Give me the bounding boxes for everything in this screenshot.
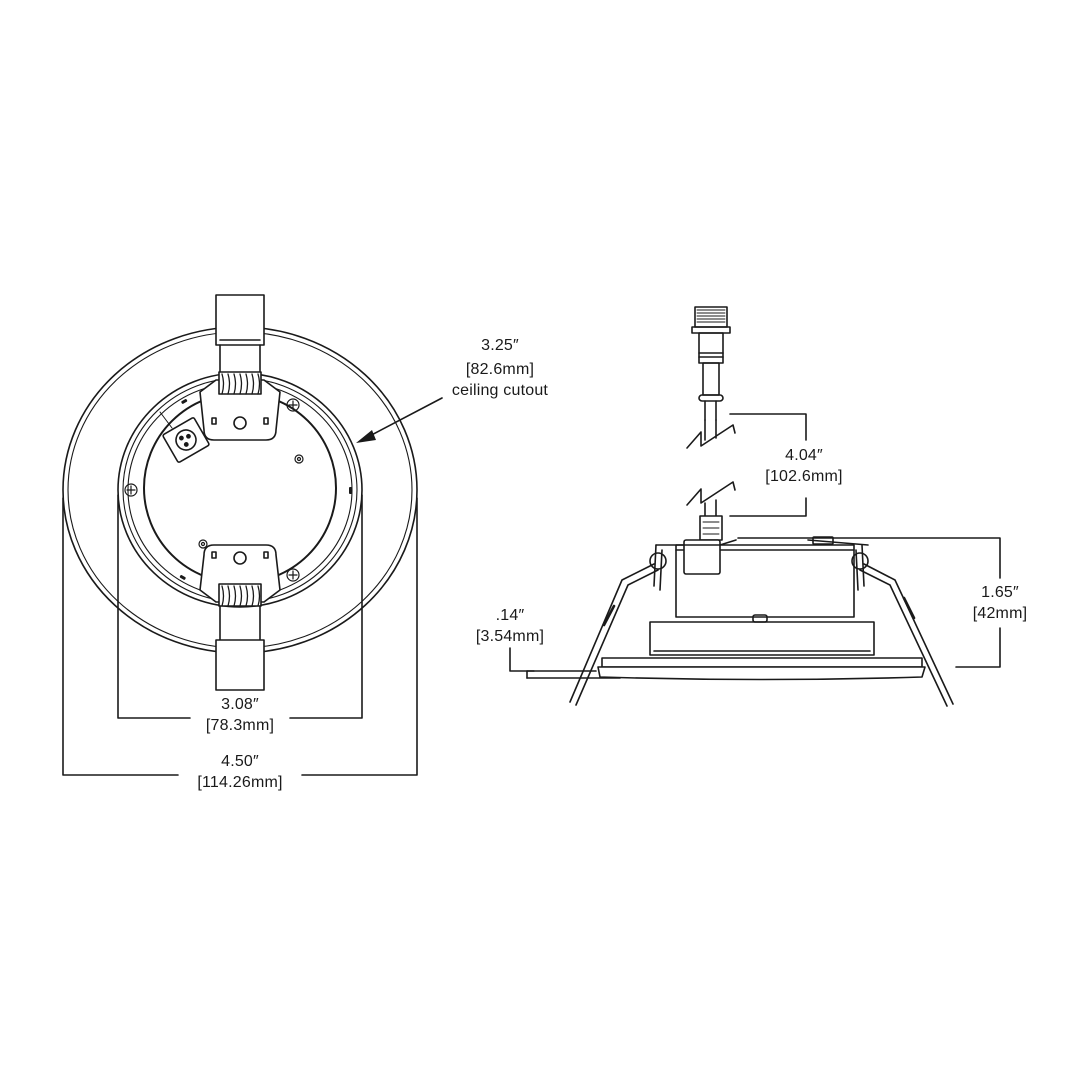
trim-flange <box>597 666 926 681</box>
height-imperial: 1.65″ <box>981 584 1019 601</box>
screw <box>124 398 304 582</box>
height-metric: [42mm] <box>972 605 1028 622</box>
housing <box>597 539 926 681</box>
outer-diameter-label: 4.50″ [114.26mm] <box>170 751 310 793</box>
spring-clip-top <box>199 294 281 441</box>
trim-thickness-label: .14″ [3.54mm] <box>462 605 558 647</box>
trim-thickness-dim <box>509 647 535 672</box>
torsion-spring-left <box>569 544 667 706</box>
cable-length-label: 4.04″ [102.6mm] <box>744 445 864 487</box>
trim-thickness-metric: [3.54mm] <box>475 628 545 645</box>
outer-diameter-metric: [114.26mm] <box>197 774 283 791</box>
height-label: 1.65″ [42mm] <box>952 582 1048 624</box>
torsion-spring-right <box>851 544 954 707</box>
connector-socket <box>162 417 210 463</box>
cable-plug <box>691 306 731 421</box>
ceiling-cutout-imperial: 3.25″ <box>481 337 519 354</box>
housing-base <box>649 621 875 656</box>
dimension-lines <box>62 494 418 776</box>
cable-break-bottom <box>686 481 736 506</box>
spring-clip-bottom <box>199 544 281 691</box>
outer-diameter-imperial: 4.50″ <box>221 753 259 770</box>
cable-break-top <box>686 424 736 449</box>
top-view <box>62 294 443 776</box>
ceiling-cutout-label: 3.25″ [82.6mm] ceiling cutout <box>432 335 568 401</box>
cable-length-dim <box>729 413 807 441</box>
side-view <box>509 306 1001 707</box>
ceiling-cutout-note: ceiling cutout <box>451 382 549 399</box>
inner-diameter-imperial: 3.08″ <box>221 696 259 713</box>
cable-length-imperial: 4.04″ <box>785 447 823 464</box>
cutout-leader-line <box>361 397 443 441</box>
inner-diameter-label: 3.08″ [78.3mm] <box>180 694 300 736</box>
trim-thickness-imperial: .14″ <box>495 607 525 624</box>
ceiling-cutout-metric: [82.6mm] <box>465 361 535 378</box>
cable-length-metric: [102.6mm] <box>765 468 843 485</box>
height-dim <box>737 537 1001 579</box>
inner-diameter-metric: [78.3mm] <box>205 717 275 734</box>
